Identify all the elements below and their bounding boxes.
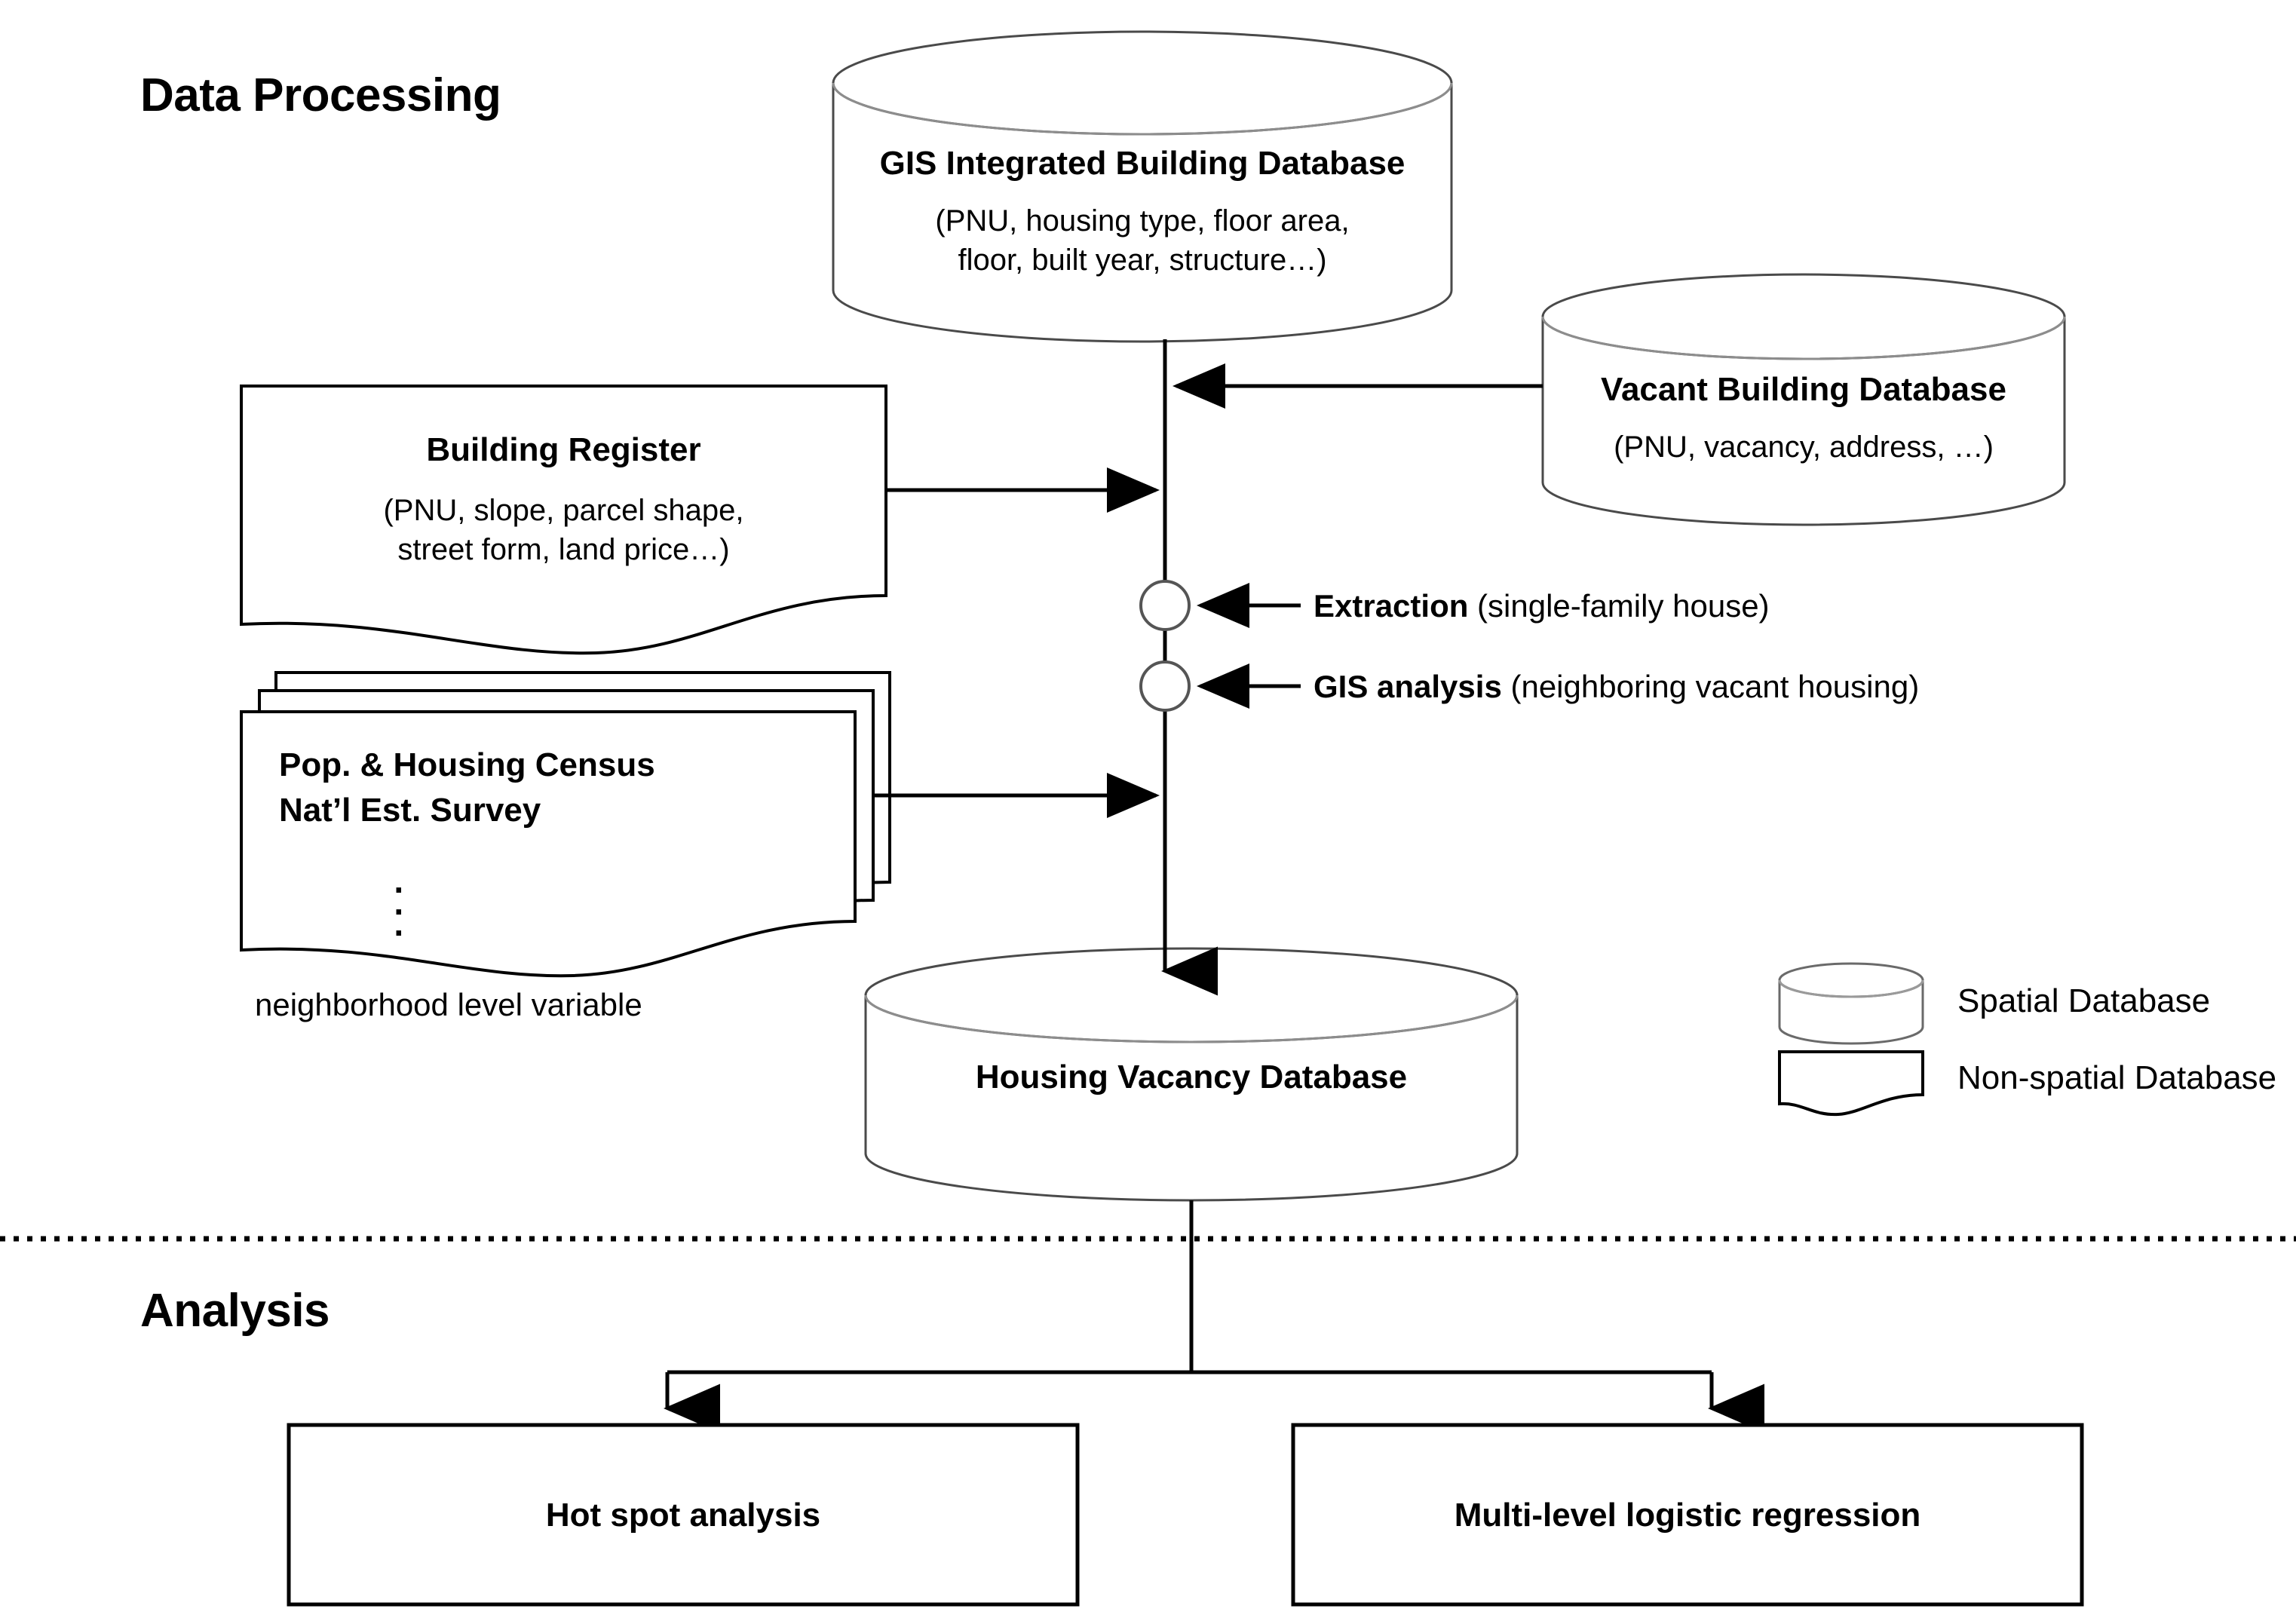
hot-spot-title: Hot spot analysis (545, 1497, 821, 1534)
annotation-extraction: Extraction (single-family house) (1314, 587, 1770, 627)
section-title-analysis: Analysis (140, 1285, 330, 1337)
legend-label-non-spatial-database: Non-spatial Database (1957, 1059, 2277, 1096)
legend-label-spatial-database: Spatial Database (1957, 982, 2211, 1019)
section-title-data-processing: Data Processing (140, 69, 501, 121)
census-ellipsis-icon: ··· (394, 870, 406, 953)
analysis-branch-connector (664, 1200, 1764, 1433)
building-register-node: Building Register (PNU, slope, parcel sh… (241, 428, 886, 569)
annotation-extraction-rest: (single-family house) (1468, 588, 1770, 624)
annotation-gis-analysis-rest: (neighboring vacant housing) (1501, 669, 1920, 704)
building-register-detail-line-2: street form, land price…) (397, 533, 730, 567)
annotation-gis-analysis: GIS analysis (neighboring vacant housing… (1314, 667, 1919, 707)
vacant-db-node: Vacant Building Database (PNU, vacancy, … (1543, 368, 2065, 467)
census-caption: neighborhood level variable (255, 987, 642, 1022)
annotation-extraction-bold: Extraction (1314, 588, 1469, 624)
gis-db-detail-line-2: floor, built year, structure…) (958, 244, 1327, 277)
legend-cylinder-icon (1778, 962, 1924, 1045)
extraction-node-marker (1139, 580, 1191, 631)
vacant-db-detail-line-1: (PNU, vacancy, address, …) (1614, 431, 1994, 464)
multilevel-box-shape (1291, 1423, 2084, 1607)
building-register-title: Building Register (426, 431, 701, 468)
multilevel-box: Multi-level logistic regression (1293, 1494, 2082, 1537)
census-title-line-1: Pop. & Housing Census (279, 746, 655, 783)
census-title-line-2: Nat’l Est. Survey (279, 792, 541, 829)
vacant-db-shape (1541, 273, 2066, 526)
multilevel-title: Multi-level logistic regression (1454, 1497, 1921, 1534)
gis-db-title: GIS Integrated Building Database (879, 145, 1405, 182)
building-register-detail-line-1: (PNU, slope, parcel shape, (383, 494, 744, 528)
gis-db-node: GIS Integrated Building Database (PNU, h… (833, 142, 1451, 280)
hot-spot-box: Hot spot analysis (289, 1494, 1077, 1537)
housing-vacancy-db-node: Housing Vacancy Database (866, 1056, 1517, 1099)
hot-spot-box-shape (287, 1423, 1080, 1607)
gis-db-detail-line-1: (PNU, housing type, floor area, (935, 204, 1350, 238)
vacant-db-title: Vacant Building Database (1601, 371, 2006, 408)
annotation-gis-analysis-bold: GIS analysis (1314, 669, 1502, 704)
gis-analysis-node-marker (1139, 660, 1191, 712)
census-stack-shape (240, 671, 891, 978)
census-stack-node: Pop. & Housing Census Nat’l Est. Survey (279, 746, 852, 829)
gis-db-shape (832, 30, 1453, 343)
legend-document-icon (1778, 1050, 1924, 1117)
building-register-shape (240, 385, 887, 655)
housing-vacancy-db-title: Housing Vacancy Database (975, 1059, 1408, 1096)
